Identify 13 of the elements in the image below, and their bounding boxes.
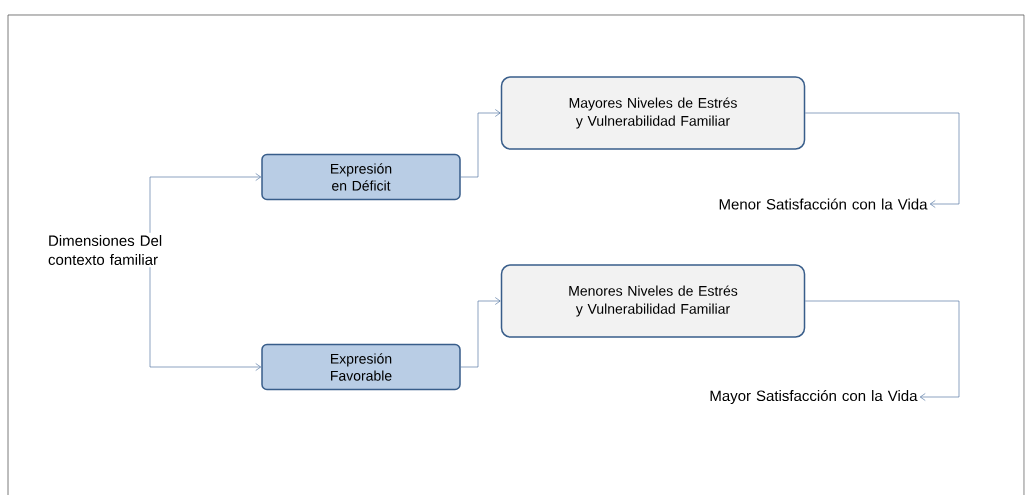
arrow — [460, 109, 501, 178]
arrow — [804, 300, 960, 401]
arrow — [460, 297, 501, 368]
process-box: Expresión Favorable — [261, 343, 461, 391]
text-label: Menor Satisfacción con la Vida — [719, 198, 928, 210]
outcome-box: Mayores Niveles de Estrés y Vulnerabilidad Familiar — [500, 76, 806, 150]
text-label: Mayor Satisfacción con la Vida — [710, 389, 918, 405]
arrow — [804, 112, 960, 208]
process-box: Expresión en Déficit — [261, 153, 461, 201]
arrow — [149, 266, 262, 371]
text-label: Dimensiones Del contexto familiar — [48, 235, 162, 265]
outcome-box: Menores Niveles de Estrés y Vulnerabilidad Familiar — [500, 264, 806, 338]
arrow — [149, 173, 262, 234]
